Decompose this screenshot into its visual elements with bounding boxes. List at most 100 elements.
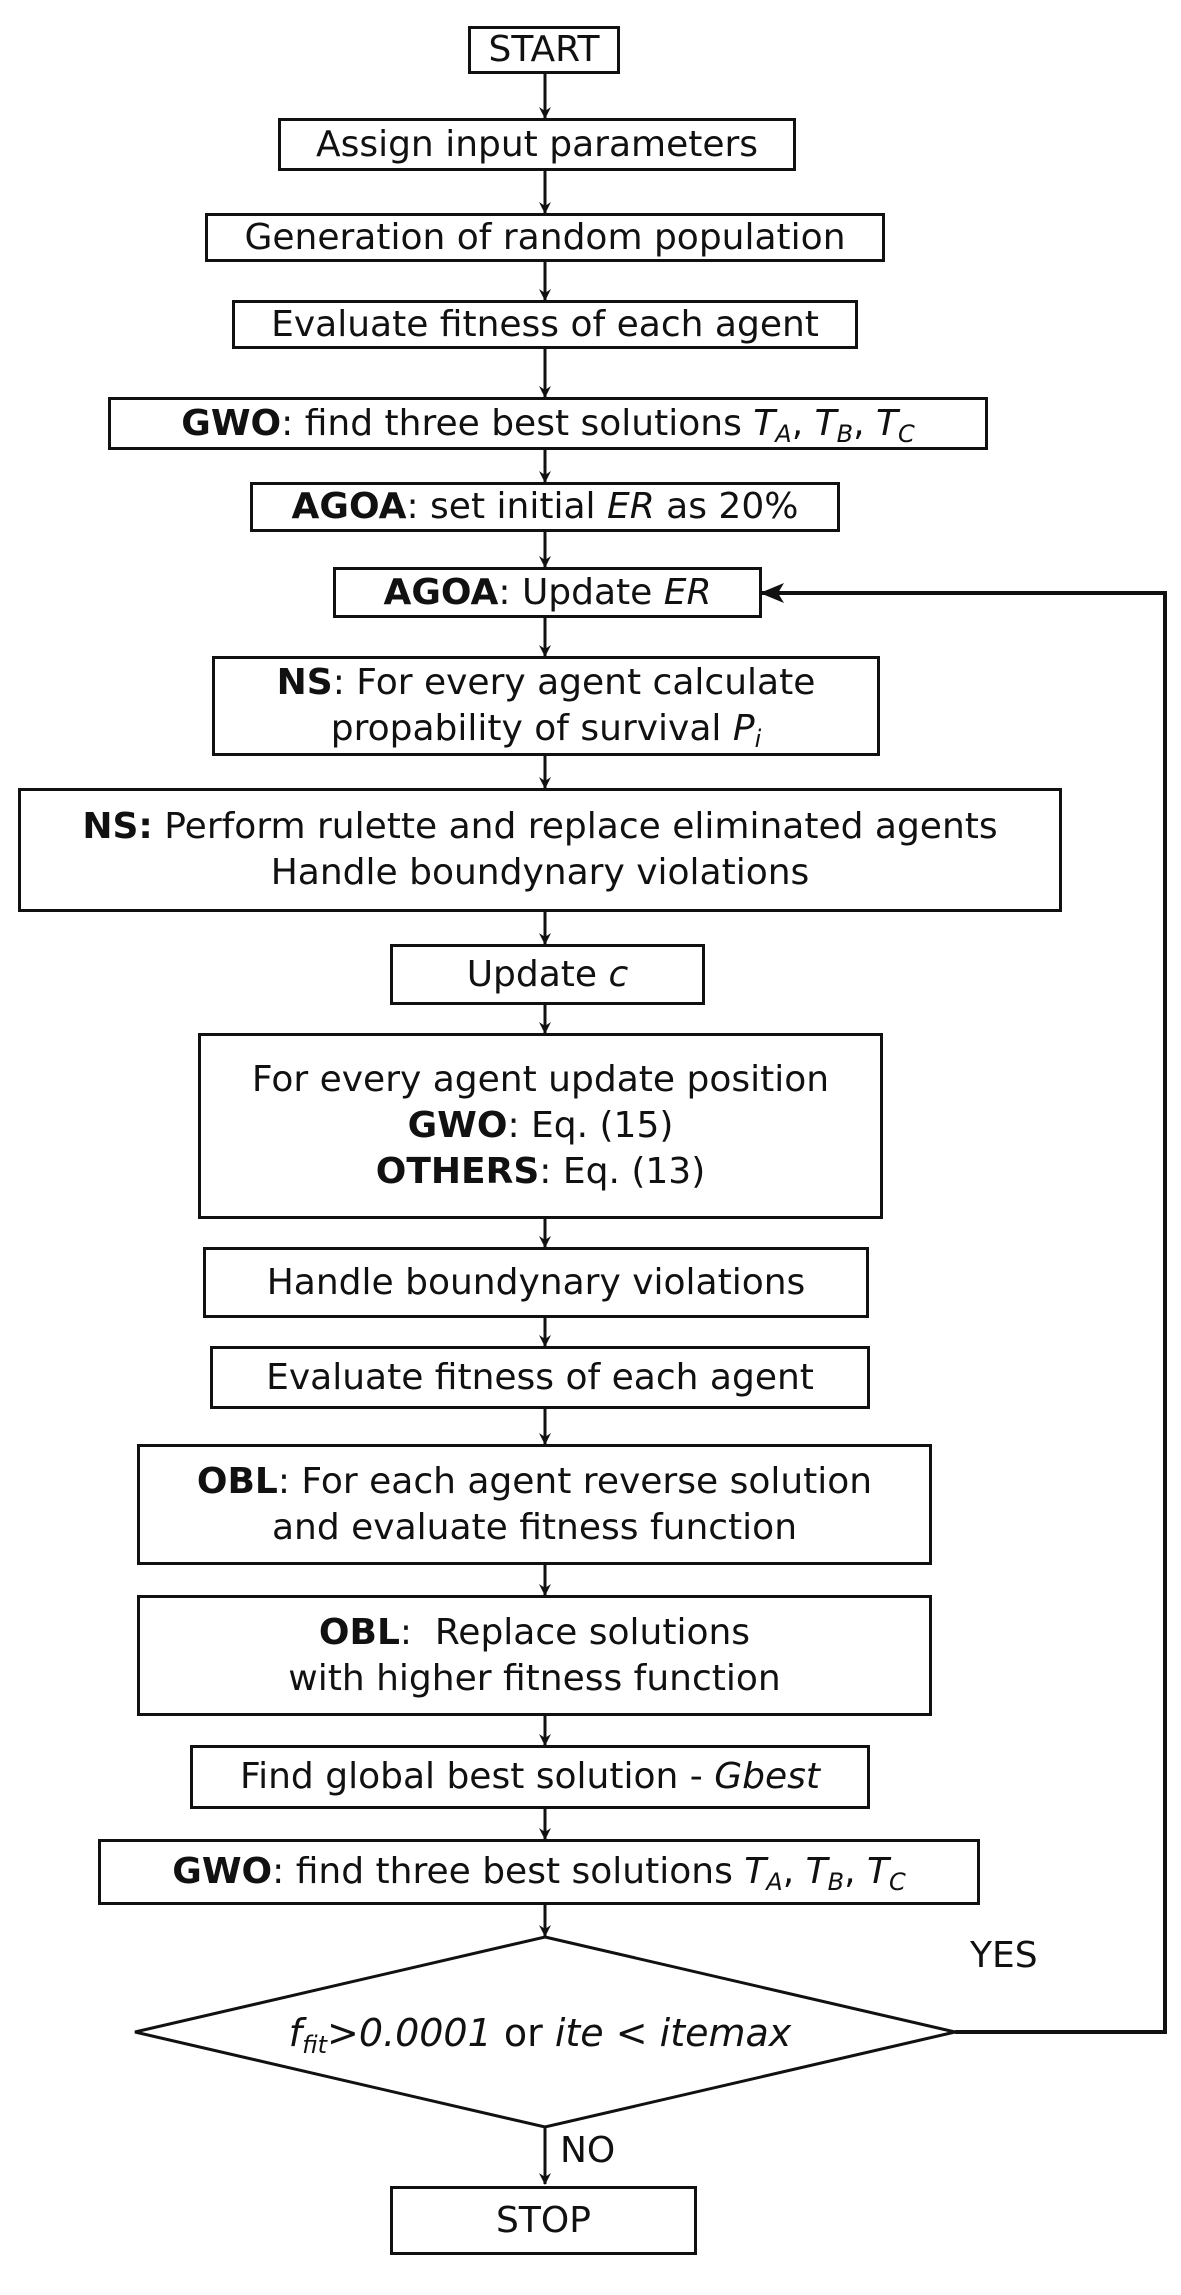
decision-f-sub: fit xyxy=(302,2031,327,2059)
position-line1: For every agent update position xyxy=(251,1059,830,1100)
gwo-best-solutions-box-1: GWO: find three best solutions TA, TB, T… xyxy=(108,397,988,450)
assign-label: Assign input parameters xyxy=(315,123,759,165)
decision-condition: ffit>0.0001 or ite < itemax xyxy=(120,2010,960,2059)
obl-replace-box: OBL: Replace solutions with higher fitne… xyxy=(137,1595,932,1716)
evaluate-fitness-box-2: Evaluate fitness of each agent xyxy=(210,1346,870,1409)
agoa-update-desc: : Update xyxy=(498,571,664,613)
update-c-text: Update c xyxy=(467,952,629,998)
decision-or: or xyxy=(491,2011,555,2055)
gwo2-sep2: , xyxy=(844,1851,867,1892)
ns2-line2: Handle boundynary violations xyxy=(270,852,810,893)
obl1-line1: OBL: For each agent reverse solution xyxy=(197,1459,872,1505)
gwo2-tag: GWO xyxy=(172,1851,273,1892)
generation-label: Generation of random population xyxy=(244,216,846,258)
agoa-init-text: AGOA: set initial ER as 20% xyxy=(292,484,799,530)
stop-node: STOP xyxy=(390,2186,697,2255)
gwo1-text: GWO: find three best solutions TA, TB, T… xyxy=(181,401,914,447)
decision-diamond xyxy=(134,1935,956,2129)
agoa-init-tag: AGOA xyxy=(291,486,407,527)
evaluate1-label: Evaluate fitness of each agent xyxy=(271,303,819,345)
gwo2-desc: : find three best solutions xyxy=(272,1851,745,1892)
ns2-tag: NS: xyxy=(82,806,153,847)
ns1-p: P xyxy=(732,708,755,749)
gwo1-ta-sub: A xyxy=(775,419,792,448)
ns-rulette-box: NS: Perform rulette and replace eliminat… xyxy=(18,788,1062,912)
gwo1-desc: : find three best solutions xyxy=(281,402,754,444)
gwo2-ta-sub: A xyxy=(766,1868,783,1896)
position-others-tag: OTHERS xyxy=(375,1151,540,1192)
update-position-box: For every agent update position GWO: Eq.… xyxy=(198,1033,883,1219)
decision-ite: ite xyxy=(554,2011,604,2055)
gwo2-ta: T xyxy=(744,1851,767,1892)
gwo2-tb-sub: B xyxy=(827,1868,845,1896)
gwo2-sep1: , xyxy=(782,1851,806,1892)
gwo2-tc: T xyxy=(866,1851,889,1892)
ns1-p-sub: i xyxy=(754,725,762,753)
obl2-desc: : Replace solutions xyxy=(399,1611,751,1653)
generation-box: Generation of random population xyxy=(205,213,885,262)
agoa-update-tag: AGOA xyxy=(383,571,499,613)
handle-label: Handle boundynary violations xyxy=(266,1261,806,1303)
ns1-tag: NS xyxy=(276,662,333,703)
gbest-box: Find global best solution - Gbest xyxy=(190,1745,870,1809)
obl1-tag: OBL xyxy=(196,1460,278,1502)
evaluate2-label: Evaluate fitness of each agent xyxy=(266,1356,814,1398)
gwo1-tc-sub: C xyxy=(897,419,915,448)
gwo1-tb-sub: B xyxy=(836,419,854,448)
gbest-text: Find global best solution - Gbest xyxy=(240,1754,820,1800)
agoa-init-tail: as 20% xyxy=(654,486,799,527)
obl-reverse-box: OBL: For each agent reverse solution and… xyxy=(137,1444,932,1565)
evaluate-fitness-box-1: Evaluate fitness of each agent xyxy=(232,300,858,349)
decision-lt: < xyxy=(603,2011,660,2055)
gwo2-tb: T xyxy=(805,1851,828,1892)
gwo1-sep2: , xyxy=(853,402,876,444)
obl2-line2: with higher fitness function xyxy=(288,1657,781,1699)
ns2-desc: Perform rulette and replace eliminated a… xyxy=(152,806,998,847)
decision-itemax: itemax xyxy=(659,2011,792,2055)
position-line3: OTHERS: Eq. (13) xyxy=(376,1149,706,1195)
agoa-update-text: AGOA: Update ER xyxy=(383,570,711,616)
ns1-line2: propability of survival Pi xyxy=(331,706,762,752)
update-c-desc: Update xyxy=(466,953,609,995)
gwo2-tc-sub: C xyxy=(888,1868,906,1896)
ns2-line1: NS: Perform rulette and replace eliminat… xyxy=(82,804,997,850)
gbest-var: Gbest xyxy=(714,1756,820,1797)
position-others-eq: : Eq. (13) xyxy=(539,1151,706,1192)
agoa-init-desc: : set initial xyxy=(406,486,607,527)
gwo1-tb: T xyxy=(814,402,837,444)
decision-threshold: >0.0001 xyxy=(326,2011,492,2055)
gwo1-ta: T xyxy=(753,402,776,444)
ns1-line1: NS: For every agent calculate xyxy=(277,660,816,706)
gbest-desc: Find global best solution - xyxy=(240,1756,715,1797)
gwo1-tag: GWO xyxy=(181,402,282,444)
ns1-desc: : For every agent calculate xyxy=(332,662,816,703)
obl2-tag: OBL xyxy=(318,1611,400,1653)
obl1-desc: : For each agent reverse solution xyxy=(277,1460,873,1502)
position-line2: GWO: Eq. (15) xyxy=(408,1103,674,1149)
handle-violations-box: Handle boundynary violations xyxy=(203,1247,869,1318)
gwo1-tc: T xyxy=(875,402,898,444)
yes-label: YES xyxy=(970,1935,1038,1976)
gwo-best-solutions-box-2: GWO: find three best solutions TA, TB, T… xyxy=(98,1839,980,1905)
start-label: START xyxy=(488,29,600,70)
start-node: START xyxy=(468,26,620,74)
agoa-update-er-box: AGOA: Update ER xyxy=(333,567,762,618)
gwo2-text: GWO: find three best solutions TA, TB, T… xyxy=(172,1849,905,1895)
assign-parameters-box: Assign input parameters xyxy=(278,118,796,171)
loop-back-line xyxy=(760,583,1167,2034)
position-gwo-tag: GWO xyxy=(407,1105,508,1146)
obl1-line2: and evaluate fitness function xyxy=(271,1506,798,1548)
agoa-initial-er-box: AGOA: set initial ER as 20% xyxy=(250,482,840,532)
agoa-init-er: ER xyxy=(606,486,655,527)
update-c-var: c xyxy=(608,953,629,995)
decision-f: f xyxy=(288,2011,303,2055)
no-label: NO xyxy=(560,2130,616,2171)
gwo1-sep1: , xyxy=(791,402,815,444)
stop-label: STOP xyxy=(496,2199,591,2241)
ns1-desc2: propability of survival xyxy=(330,708,733,749)
agoa-update-er: ER xyxy=(663,571,712,613)
position-gwo-eq: : Eq. (15) xyxy=(507,1105,674,1146)
ns-survival-box: NS: For every agent calculate propabilit… xyxy=(212,656,880,756)
